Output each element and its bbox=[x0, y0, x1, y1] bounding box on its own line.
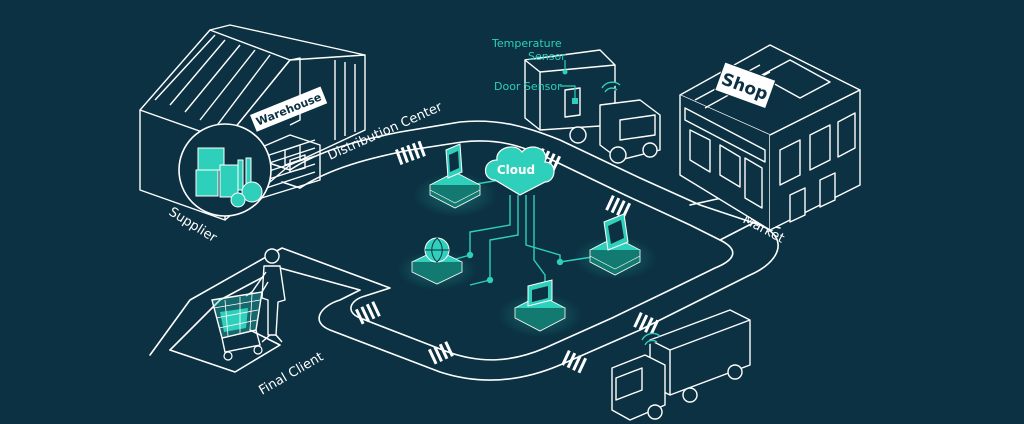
door-sensor-label: Door Sensor bbox=[494, 80, 562, 93]
tablet-node bbox=[573, 213, 657, 280]
temperature-sensor-callout: Temperature Sensor Door Sensor bbox=[491, 37, 578, 104]
laptop-node bbox=[498, 279, 582, 337]
temperature-sensor-label-1: Temperature bbox=[491, 37, 562, 50]
truck-icon-top bbox=[524, 49, 661, 164]
final-client-label: Final Client bbox=[257, 350, 327, 399]
supplier-goods bbox=[178, 123, 272, 217]
phone-icon bbox=[445, 143, 463, 179]
cloud-node: Cloud bbox=[484, 146, 555, 196]
tablet-icon bbox=[603, 213, 629, 251]
shop-icon bbox=[679, 44, 861, 231]
shopping-cart-icon bbox=[211, 281, 269, 361]
distribution-center-label: Distribution Center bbox=[326, 99, 446, 163]
phone-node bbox=[413, 143, 497, 217]
cloud-label: Cloud bbox=[497, 163, 535, 177]
laptop-icon bbox=[527, 279, 553, 307]
cloud-icon bbox=[484, 146, 555, 196]
globe-icon bbox=[424, 237, 450, 263]
truck-icon-bottom bbox=[611, 309, 751, 421]
globe-node bbox=[397, 237, 477, 290]
temperature-sensor-label-2: Sensor bbox=[528, 50, 566, 63]
